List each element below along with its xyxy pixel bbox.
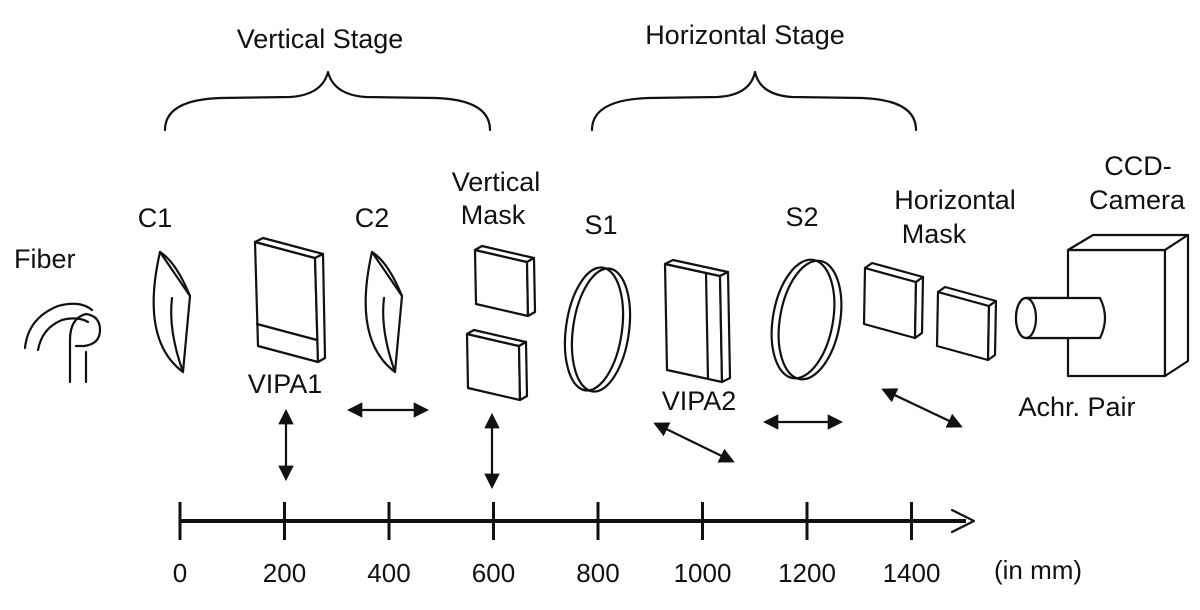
vipa1-icon (253, 236, 327, 364)
s1-label: S1 (584, 210, 618, 240)
axis-tick-label-400: 400 (367, 558, 411, 588)
horizontal-mask-diagonal-arrow (881, 388, 963, 428)
fiber-icon (23, 302, 102, 384)
ccd-label-line1: CCD- (1104, 151, 1172, 181)
c1-lens-icon (152, 250, 192, 374)
vipa2-icon (663, 258, 732, 384)
s2-lens-icon (770, 258, 843, 381)
axis-tick-label-600: 600 (471, 558, 516, 588)
horizontal-stage-label: Horizontal Stage (645, 20, 845, 50)
c2-label: C2 (354, 203, 390, 233)
vertical-mask-icon (465, 244, 537, 402)
axis-tick-label-1000: 1000 (673, 558, 732, 588)
fiber-label: Fiber (14, 244, 76, 274)
c2-lens-icon (364, 250, 404, 374)
axis-tick-label-0: 0 (172, 558, 188, 588)
axis-ticks (178, 502, 913, 540)
vipa2-diagonal-arrow (653, 422, 735, 463)
horizontal-stage-brace (590, 70, 918, 132)
achr-pair-label: Achr. Pair (1018, 392, 1136, 422)
axis-tick-label-200: 200 (262, 558, 307, 588)
position-axis-arrowhead (950, 508, 976, 534)
vertical-mask-label-line2: Mask (460, 200, 526, 230)
axis-tick-label-800: 800 (576, 558, 620, 588)
c1-label: C1 (137, 203, 173, 233)
horizontal-mask-icon (862, 261, 998, 362)
ccd-camera-icon (1014, 233, 1190, 378)
horizontal-mask-label-line1: Horizontal (894, 185, 1016, 215)
vertical-stage-brace (163, 70, 492, 132)
axis-unit-label: (in mm) (994, 555, 1083, 585)
axis-tick-label-1400: 1400 (882, 558, 941, 588)
ccd-label-line2: Camera (1088, 185, 1186, 215)
horizontal-mask-label-line2: Mask (901, 219, 967, 249)
vipa2-label: VIPA2 (661, 386, 737, 416)
vertical-mask-label-line1: Vertical (451, 167, 541, 197)
s2-label: S2 (785, 202, 819, 232)
vipa1-label: VIPA1 (247, 369, 323, 399)
axis-tick-label-1200: 1200 (778, 558, 836, 588)
s1-lens-icon (563, 266, 632, 393)
vertical-stage-label: Vertical Stage (236, 24, 404, 54)
